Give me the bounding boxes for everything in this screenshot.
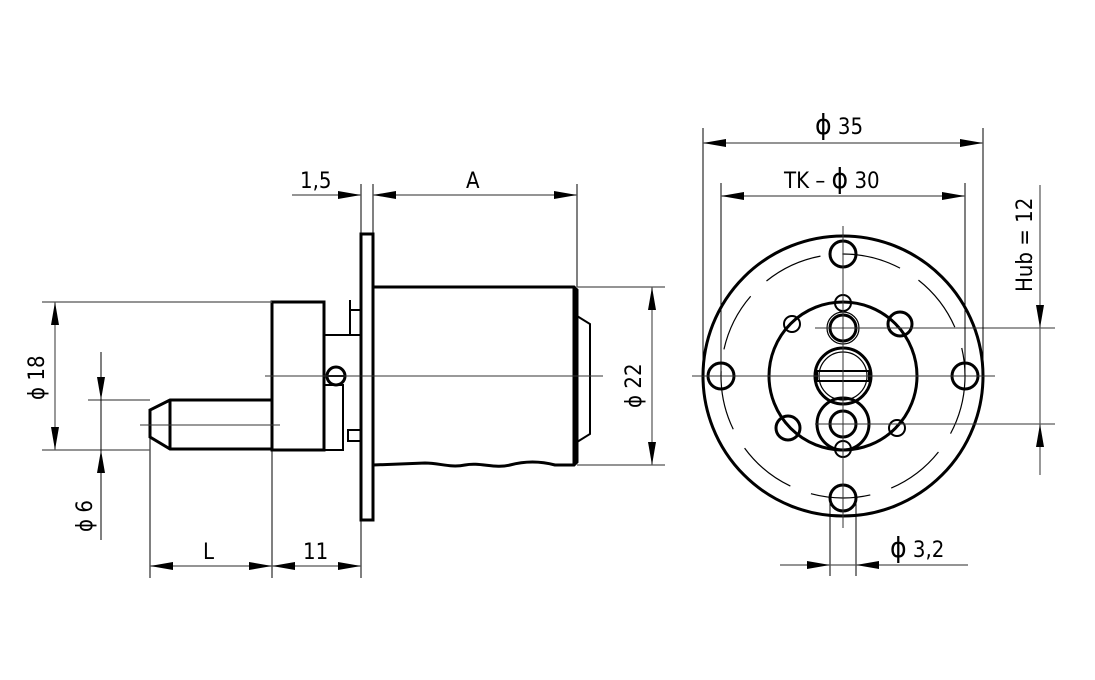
arrow-hub-bottom (1036, 424, 1044, 447)
d35-value: 35 (838, 115, 863, 140)
arrow-l-left (150, 562, 173, 570)
arrow-d30-right (942, 192, 965, 200)
d22-value: 22 (622, 363, 647, 388)
diameter-symbol: ϕ (622, 395, 647, 408)
tab-lower-left (774, 414, 802, 442)
d6-value: 6 (73, 500, 98, 513)
d30-value: 30 (854, 169, 879, 194)
dim-label-housing-width: 11 (303, 540, 328, 565)
diameter-symbol: ϕ (815, 108, 832, 141)
arrow-d6-top (97, 377, 105, 400)
diameter-symbol: ϕ (73, 519, 98, 532)
d18-value: 18 (25, 355, 50, 380)
svg-text:ϕ 22: ϕ 22 (622, 363, 647, 408)
lug-lower-right (888, 419, 906, 437)
arrow-d35-right (960, 139, 983, 147)
arrow-d30-left (721, 192, 744, 200)
dim-label-pitch-circle: TK – ϕ 30 (783, 162, 880, 195)
dim-label-d18: ϕ 18 (25, 355, 50, 400)
front-view: ϕ 35 TK – ϕ 30 Hub = 12 ϕ 3,2 (692, 108, 1055, 576)
flange-clips (347, 309, 361, 442)
dim-label-outer-diameter: ϕ 35 (815, 108, 863, 141)
lug-upper-left (783, 315, 801, 333)
arrow-a-left (373, 191, 396, 199)
arrow-d35-left (703, 139, 726, 147)
dim-label-hole-diameter: ϕ 3,2 (890, 531, 944, 564)
arrow-d22-bottom (648, 442, 656, 465)
cylinder-key-face (576, 315, 591, 443)
side-view: 1,5 A ϕ 18 ϕ 6 ϕ 22 L (25, 169, 665, 578)
arrow-d22-top (648, 287, 656, 310)
dim-label-d22: ϕ 22 (622, 363, 647, 408)
d32-value: 3,2 (913, 538, 944, 563)
arrow-hub-top (1036, 305, 1044, 328)
arrow-11-right (338, 562, 361, 570)
diameter-symbol: ϕ (890, 531, 907, 564)
cylinder-body (372, 285, 579, 468)
dim-label-stroke: Hub = 12 (1013, 198, 1038, 292)
arrow-d18-bottom (51, 427, 59, 450)
dim-label-d6: ϕ 6 (73, 500, 98, 532)
dim-label-bolt-length: L (203, 540, 214, 565)
diameter-symbol: ϕ (25, 387, 50, 400)
arrow-l-right (249, 562, 272, 570)
dim-label-body-length: A (466, 169, 480, 194)
svg-text:ϕ 6: ϕ 6 (73, 500, 98, 532)
arrow-d6-bottom (97, 450, 105, 473)
arrow-d32-right (856, 561, 879, 569)
arrow-1-5 (338, 191, 361, 199)
bolt (148, 398, 272, 451)
tk-prefix: TK – (783, 169, 825, 194)
svg-text:ϕ 18: ϕ 18 (25, 355, 50, 400)
flange-plate (359, 232, 375, 522)
arrow-d32-left (807, 561, 830, 569)
diameter-symbol: ϕ (832, 162, 849, 195)
tab-upper-right (886, 310, 914, 338)
hub-value: Hub = 12 (1013, 198, 1038, 292)
arrow-11-left (272, 562, 295, 570)
dim-label-flange-thickness: 1,5 (300, 169, 331, 194)
arrow-d18-top (51, 302, 59, 325)
arrow-a-right (554, 191, 577, 199)
